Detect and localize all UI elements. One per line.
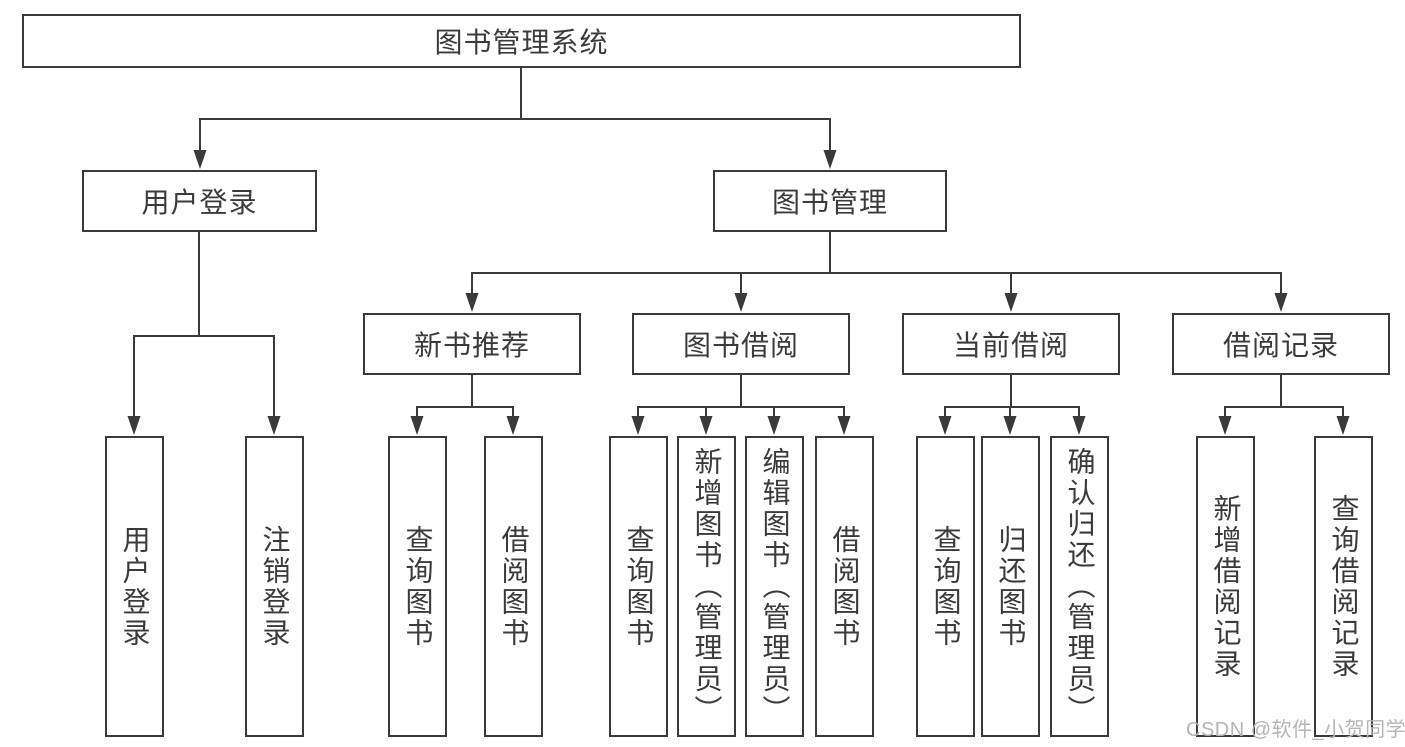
leaf-label: 借阅图书	[829, 524, 861, 649]
leaf-query-books-borrowing: 查询图书	[609, 436, 668, 737]
node-root: 图书管理系统	[22, 14, 1021, 68]
leaf-add-borrow-record: 新增借阅记录	[1196, 436, 1255, 737]
leaf-borrow-books: 借阅图书	[815, 436, 874, 737]
arrow-heads	[127, 150, 1350, 435]
node-user-login: 用户登录	[82, 170, 317, 232]
leaf-return-books: 归还图书	[981, 436, 1040, 737]
leaf-label: 用户登录	[119, 524, 151, 649]
leaf-add-book-admin: 新增图书（管理员）	[677, 436, 736, 737]
leaf-query-borrow-record: 查询借阅记录	[1314, 436, 1373, 737]
leaf-label: 新增借阅记录	[1210, 493, 1242, 680]
leaf-label: 注销登录	[259, 524, 291, 649]
node-book-borrowing: 图书借阅	[632, 313, 850, 375]
leaf-label: 查询图书	[930, 524, 962, 649]
leaf-confirm-return-admin: 确认归还（管理员）	[1050, 436, 1109, 737]
leaf-label: 查询图书	[623, 524, 655, 649]
leaf-label: 编辑图书（管理员）	[759, 447, 791, 726]
leaf-label: 查询借阅记录	[1328, 493, 1360, 680]
leaf-label: 新增图书（管理员）	[691, 447, 723, 726]
leaf-label: 查询图书	[402, 524, 434, 649]
csdn-watermark: CSDN @软件_小贺同学	[1186, 719, 1405, 741]
connector-lines	[133, 66, 1344, 420]
node-new-book-recommendation: 新书推荐	[363, 313, 581, 375]
leaf-borrow-books-recommend: 借阅图书	[484, 436, 543, 737]
leaf-query-books-current: 查询图书	[916, 436, 975, 737]
node-book-management: 图书管理	[713, 170, 947, 232]
leaf-label: 借阅图书	[498, 524, 530, 649]
leaf-label: 确认归还（管理员）	[1064, 447, 1096, 726]
node-current-borrowing: 当前借阅	[902, 313, 1120, 375]
leaf-label: 归还图书	[995, 524, 1027, 649]
leaf-user-login: 用户登录	[105, 436, 164, 737]
leaf-logout: 注销登录	[245, 436, 304, 737]
leaf-query-books-recommend: 查询图书	[388, 436, 447, 737]
leaf-edit-book-admin: 编辑图书（管理员）	[745, 436, 804, 737]
node-borrowing-records: 借阅记录	[1172, 313, 1390, 375]
